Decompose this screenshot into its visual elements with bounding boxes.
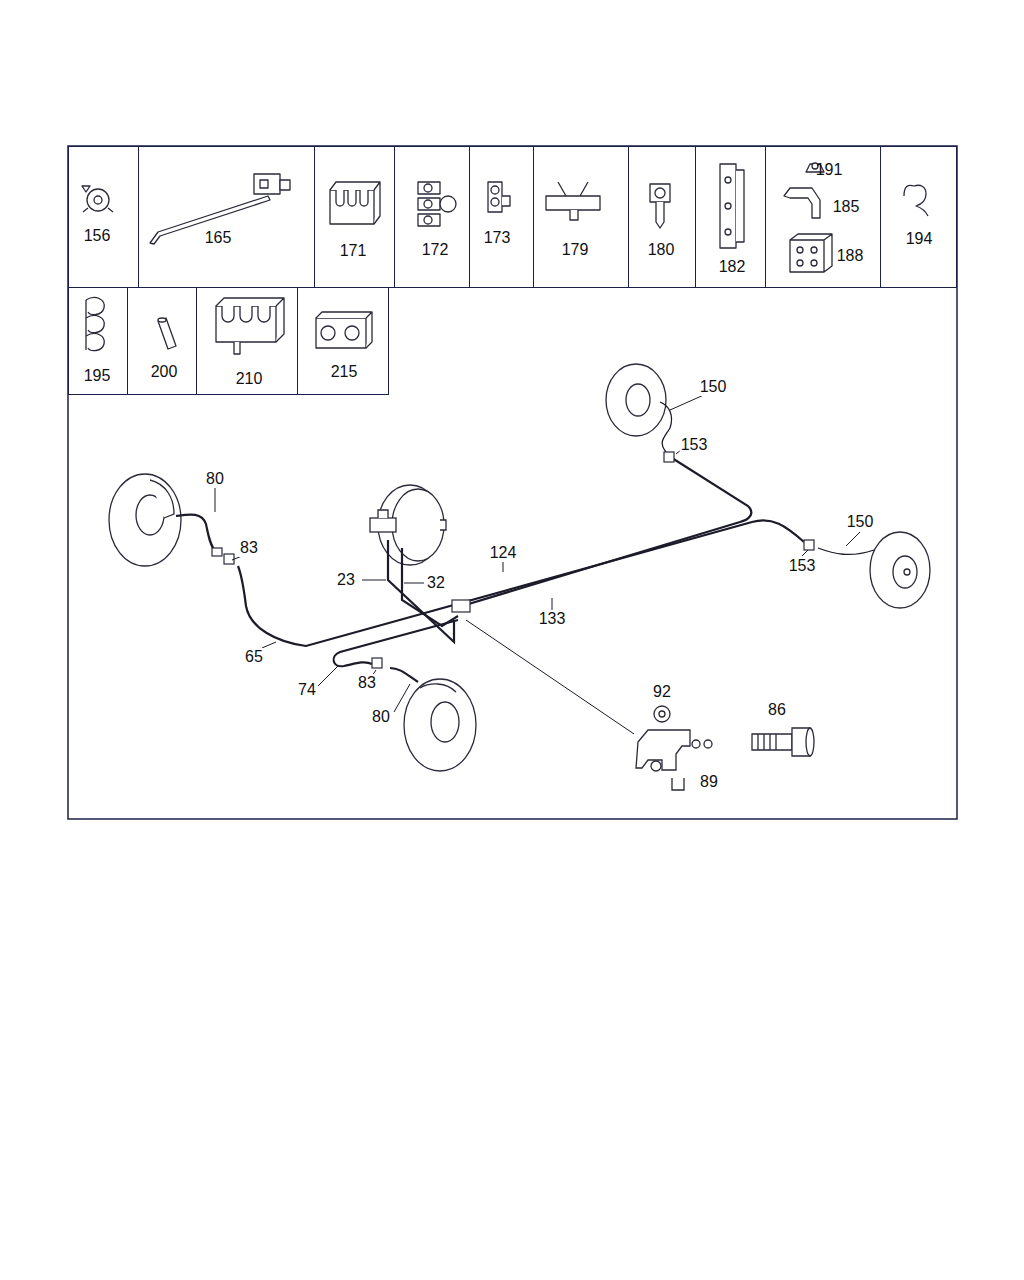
butterfly-clip-icon	[546, 182, 600, 220]
part-number: 165	[205, 229, 232, 247]
part-cell: 210	[196, 287, 298, 395]
callout-number: 74	[297, 681, 317, 699]
triple-line-clip-icon	[216, 298, 284, 354]
stacked-clip-icon	[418, 182, 456, 226]
part-number: 173	[484, 229, 511, 247]
callout-number: 92	[652, 683, 672, 701]
part-number: 188	[837, 247, 864, 265]
part-cell: 171	[314, 146, 395, 288]
callout-number: 65	[244, 648, 264, 666]
part-cell: 156	[68, 146, 139, 288]
part-cell: 182	[695, 146, 766, 288]
part-number: 179	[562, 241, 589, 259]
part-cell: 200	[127, 287, 197, 395]
part-number: 172	[422, 241, 449, 259]
callout-number: 83	[239, 539, 259, 557]
rubber-block-icon	[790, 234, 832, 272]
clip-icon	[82, 186, 113, 212]
part-number: 195	[84, 367, 111, 385]
part-number: 194	[906, 230, 933, 248]
callout-number: 23	[336, 571, 356, 589]
part-cell: 179	[533, 146, 629, 288]
brake-disc-rear-top	[606, 364, 666, 436]
brake-disc-front-left	[109, 474, 181, 566]
double-line-clip-icon	[316, 312, 372, 348]
callout-number: 32	[426, 574, 446, 592]
callout-number: 83	[357, 674, 377, 692]
small-clip-icon	[488, 182, 510, 212]
part-number: 200	[151, 363, 178, 381]
brake-lines	[176, 458, 804, 682]
bracket-icon	[720, 164, 744, 248]
line-clip-icon	[330, 182, 380, 224]
callout-number: 89	[699, 773, 719, 791]
washer	[654, 706, 670, 722]
callout-number: 133	[538, 610, 567, 628]
brake-booster	[370, 485, 446, 565]
part-number: 191	[816, 161, 843, 179]
part-cell: 191 185 188	[765, 146, 881, 288]
part-number: 210	[236, 370, 263, 388]
callout-number: 150	[699, 378, 728, 396]
part-number: 215	[331, 363, 358, 381]
triple-loop-icon	[86, 298, 104, 351]
line-clips	[212, 452, 814, 668]
part-number: 182	[719, 258, 746, 276]
part-cell: 194	[880, 146, 957, 288]
pressure-fitting	[752, 728, 814, 756]
callout-number: 124	[489, 544, 518, 562]
diagram-frame	[68, 146, 957, 819]
part-cell: 180	[628, 146, 696, 288]
callout-number: 153	[788, 557, 817, 575]
part-cell: 173	[469, 146, 534, 288]
callout-number: 80	[371, 708, 391, 726]
brake-disc-rear-right	[870, 532, 930, 608]
callout-number: 153	[680, 436, 709, 454]
part-number: 180	[648, 241, 675, 259]
pin-clip-icon	[650, 184, 670, 228]
part-cell: 195	[68, 287, 128, 395]
callout-number: 150	[846, 513, 875, 531]
part-number: 185	[833, 198, 860, 216]
part-cell: 165	[138, 146, 315, 288]
sleeve-icon	[158, 318, 176, 349]
u-clip-icon	[904, 185, 928, 216]
sensor-leads	[660, 402, 874, 554]
leader-lines	[215, 394, 860, 734]
bent-clip-icon	[784, 188, 820, 218]
part-cell: 215	[297, 287, 389, 395]
part-number: 156	[84, 227, 111, 245]
callout-number: 86	[767, 701, 787, 719]
callout-number: 80	[205, 470, 225, 488]
brake-disc-front-right	[404, 679, 476, 771]
part-cell: 172	[394, 146, 470, 288]
part-number: 171	[340, 242, 367, 260]
